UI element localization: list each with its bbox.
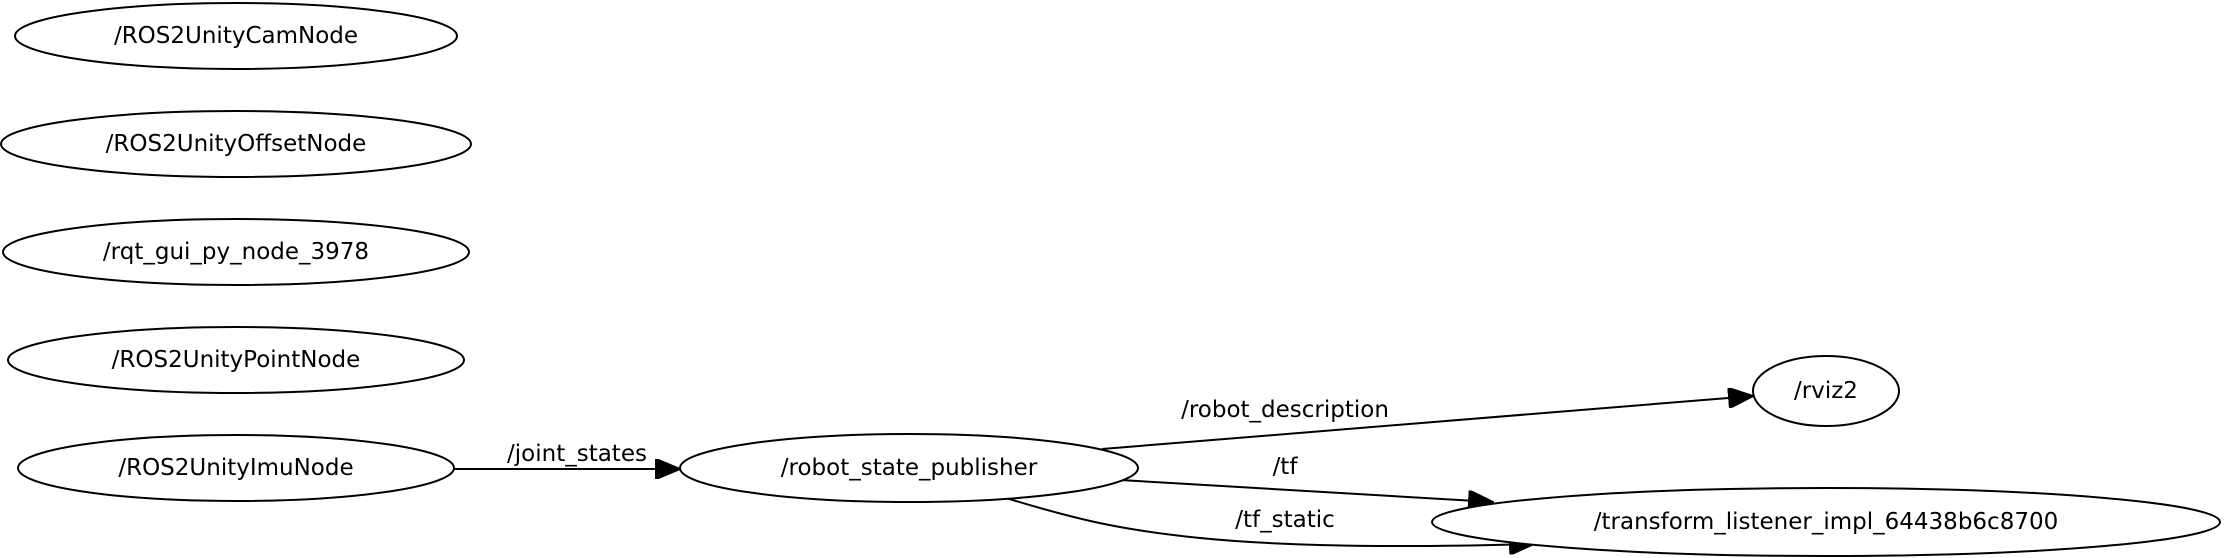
edge-tf-line <box>1119 479 1493 502</box>
edge-tf-static-line <box>1005 497 1534 546</box>
edge-label-joint-states: /joint_states <box>507 441 647 467</box>
node-ellipse <box>14 2 458 70</box>
node-label: /ROS2UnityImuNode <box>118 455 353 481</box>
node-ros2-unity-offset-node[interactable]: /ROS2UnityOffsetNode <box>0 110 472 178</box>
node-ros2-unity-point-node[interactable]: /ROS2UnityPointNode <box>7 326 465 394</box>
node-ros2-unity-imu-node[interactable]: /ROS2UnityImuNode <box>17 434 455 502</box>
edge-tf[interactable]: /tf <box>1119 454 1493 502</box>
edge-label-tf: /tf <box>1273 454 1299 480</box>
edge-label-tf-static: /tf_static <box>1235 507 1335 533</box>
node-label: /ROS2UnityPointNode <box>112 347 361 373</box>
node-ellipse <box>2 218 470 286</box>
edge-robot-description-line <box>1101 396 1753 450</box>
edge-label-robot-description: /robot_description <box>1181 397 1389 423</box>
node-ros2-unity-cam-node[interactable]: /ROS2UnityCamNode <box>14 2 458 70</box>
edge-joint-states[interactable]: /joint_states <box>454 441 680 469</box>
node-label: /rviz2 <box>1794 378 1858 404</box>
node-ellipse <box>7 326 465 394</box>
node-ellipse <box>679 433 1139 503</box>
node-rviz2[interactable]: /rviz2 <box>1752 355 1900 427</box>
node-label: /robot_state_publisher <box>781 455 1038 481</box>
node-ellipse <box>0 110 472 178</box>
node-ellipse <box>1431 487 2221 557</box>
node-label: /ROS2UnityCamNode <box>114 23 358 49</box>
edge-tf-static[interactable]: /tf_static <box>1005 497 1534 546</box>
node-robot-state-publisher[interactable]: /robot_state_publisher <box>679 433 1139 503</box>
node-rqt-gui-py-node[interactable]: /rqt_gui_py_node_3978 <box>2 218 470 286</box>
node-label: /transform_listener_impl_64438b6c8700 <box>1594 509 2058 535</box>
node-transform-listener[interactable]: /transform_listener_impl_64438b6c8700 <box>1431 487 2221 557</box>
node-ellipse <box>17 434 455 502</box>
node-label: /rqt_gui_py_node_3978 <box>103 239 369 265</box>
edge-robot-description[interactable]: /robot_description <box>1101 396 1753 450</box>
node-ellipse <box>1752 355 1900 427</box>
node-label: /ROS2UnityOffsetNode <box>106 131 367 157</box>
